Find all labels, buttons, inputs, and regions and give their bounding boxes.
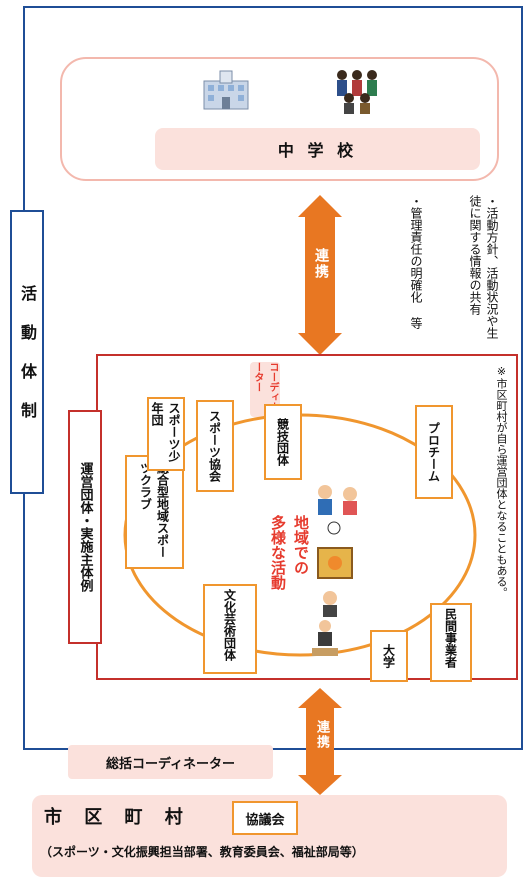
teachers-group-icon bbox=[332, 65, 382, 115]
general-coordinator-label: 総括コーディネーター bbox=[105, 756, 236, 772]
council-label: 協議会 bbox=[245, 812, 285, 828]
municipality-area: 市 区 町 村 協議会 （スポーツ・文化振興担当部署、教育委員会、福祉部局等） bbox=[32, 795, 507, 877]
org-sogo-sports-club: 総合型地域スポーツクラブ bbox=[125, 455, 184, 569]
center-text-line-1: 地域での bbox=[292, 515, 310, 575]
center-text-line-2: 多様な活動 bbox=[269, 515, 287, 590]
coordination-arrow-top bbox=[305, 215, 335, 335]
org-university: 大学 bbox=[370, 630, 408, 682]
municipality-title: 市 区 町 村 bbox=[44, 807, 191, 828]
arrow-head-up-bottom bbox=[298, 688, 342, 708]
coordination-note-2: ・管理責任の明確化 等 bbox=[409, 195, 423, 329]
arrow-head-down bbox=[298, 333, 342, 355]
operating-body-title-box: 運営団体・実施主体例 bbox=[68, 410, 102, 644]
org-pro-team: プロチーム bbox=[415, 405, 453, 499]
system-title: 活 動 体 制 bbox=[18, 284, 37, 420]
general-coordinator-box: 総括コーディネーター bbox=[68, 745, 273, 779]
org-sports-youth-group: スポーツ少年団 bbox=[147, 397, 185, 471]
org-competition-group: 競技団体 bbox=[264, 404, 302, 480]
org-private-business: 民間事業者 bbox=[430, 603, 472, 682]
org-culture-arts-group: 文化芸術団体 bbox=[203, 584, 257, 674]
council-box: 協議会 bbox=[232, 801, 298, 835]
coordination-arrow-bottom bbox=[306, 705, 334, 777]
org-sports-association: スポーツ協会 bbox=[196, 400, 234, 492]
center-activity-text: 地域での 多様な活動 bbox=[252, 515, 312, 625]
school-label-box: 中 学 校 bbox=[155, 128, 480, 170]
coordination-notes: ・活動方針、活動状況や生徒に関する情報の共有 ・管理責任の明確化 等 bbox=[340, 195, 500, 345]
arrow-head-up bbox=[298, 195, 342, 217]
children-small-icon bbox=[310, 618, 340, 658]
operating-body-footnote: ※市区町村が自ら運営団体となることもある。 bbox=[495, 365, 508, 598]
school-building-icon bbox=[202, 67, 250, 111]
coordination-label-bottom: 連携 bbox=[314, 720, 329, 750]
arrow-head-down-bottom bbox=[298, 775, 342, 795]
system-title-box: 活 動 体 制 bbox=[10, 210, 44, 494]
coordination-label-top: 連携 bbox=[313, 248, 329, 280]
coordinator-label: コーディネーター bbox=[252, 362, 278, 412]
school-label: 中 学 校 bbox=[277, 141, 358, 160]
children-playing-icon bbox=[310, 480, 370, 620]
municipality-departments: （スポーツ・文化振興担当部署、教育委員会、福祉部局等） bbox=[40, 845, 364, 859]
coordination-note-1: ・活動方針、活動状況や生徒に関する情報の共有 bbox=[468, 195, 499, 339]
operating-body-title: 運営団体・実施主体例 bbox=[77, 462, 93, 592]
